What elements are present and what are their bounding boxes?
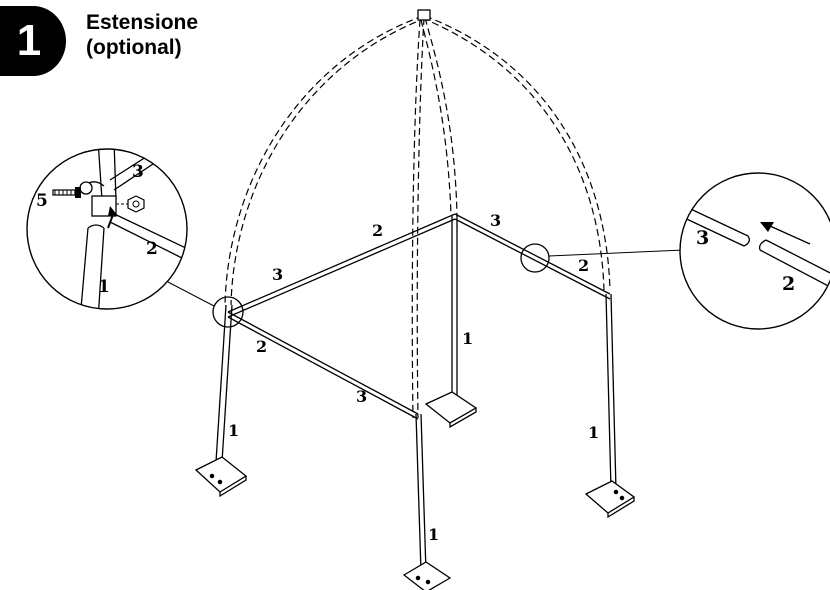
- arch-back: [424, 17, 458, 216]
- bar-back-left-b: [227, 218, 456, 318]
- leg-front-b: [420, 413, 427, 573]
- bar-back-right-a: [454, 213, 611, 295]
- detail-left-bar-tube: [105, 209, 187, 263]
- leader-right: [548, 249, 685, 257]
- leg-front-a: [415, 413, 422, 573]
- foot-plate-front: [402, 561, 452, 590]
- detail-right-label-3: 3: [696, 227, 709, 249]
- detail-view-left: 5 3 2 1: [26, 148, 188, 310]
- arch-left-inner: [230, 17, 427, 306]
- detail-right-tube-2: [759, 239, 830, 291]
- legs: [215, 215, 617, 573]
- arch-front-inner: [411, 19, 421, 419]
- arch-right: [424, 15, 611, 291]
- detail-left-bolt: [52, 187, 81, 198]
- leader-left: [167, 281, 215, 307]
- detail-right-label-2: 2: [782, 273, 795, 295]
- label-part-2-back-right: 2: [578, 256, 589, 275]
- step-title-line2: (optional): [86, 36, 182, 59]
- label-part-1-leg-front: 1: [428, 525, 439, 544]
- detail-left-label-1: 1: [98, 277, 110, 297]
- leg-right-b: [610, 293, 617, 491]
- detail-left-label-2: 2: [146, 239, 158, 259]
- detail-right-arrowhead: [760, 222, 774, 232]
- detail-right-arrow: [769, 225, 811, 245]
- label-part-2-back-left: 2: [372, 221, 383, 240]
- foot-plate-back: [424, 391, 478, 429]
- foot-plates: [194, 391, 636, 590]
- step-number-badge: 1: [0, 6, 66, 76]
- label-part-3-front-left: 3: [356, 387, 367, 406]
- bar-back-right-b: [454, 218, 611, 300]
- detail-left-label-5: 5: [36, 191, 48, 211]
- label-part-3-back-right: 3: [490, 211, 501, 230]
- label-part-2-front-left: 2: [256, 337, 267, 356]
- detail-view-right: 3 2: [679, 172, 830, 330]
- roof-top-connector: [417, 9, 431, 21]
- step-title: Estensione (optional): [86, 10, 198, 60]
- callout-corner-joint: [212, 296, 244, 328]
- bar-front-left-b: [227, 316, 419, 420]
- step-number: 1: [16, 16, 42, 65]
- foot-plate-right: [584, 480, 636, 519]
- label-part-1-leg-back: 1: [462, 329, 473, 348]
- label-part-1-leg-right: 1: [588, 423, 599, 442]
- foot-plate-left: [194, 456, 248, 498]
- arch-left: [224, 15, 424, 306]
- arch-front: [416, 17, 425, 419]
- leg-right-a: [605, 293, 612, 491]
- step-title-line1: Estensione: [86, 11, 199, 34]
- leg-left-b: [221, 304, 233, 463]
- detail-left-vertical-tube: [97, 149, 117, 201]
- bar-back-left-a: [227, 213, 456, 313]
- roof-arch-tubes: [224, 15, 611, 419]
- side-bars: [227, 213, 611, 420]
- detail-left-label-3: 3: [132, 162, 144, 182]
- label-part-1-leg-left: 1: [228, 421, 239, 440]
- detail-left-nut: [116, 195, 145, 213]
- callout-bar-joint: [520, 243, 550, 273]
- detail-left-leg-tube: [79, 227, 105, 309]
- leg-left-a: [215, 304, 227, 463]
- arch-back-inner: [420, 19, 452, 216]
- arch-right-inner: [421, 17, 605, 291]
- bar-front-left-a: [227, 311, 419, 415]
- label-part-3-back-left: 3: [272, 265, 283, 284]
